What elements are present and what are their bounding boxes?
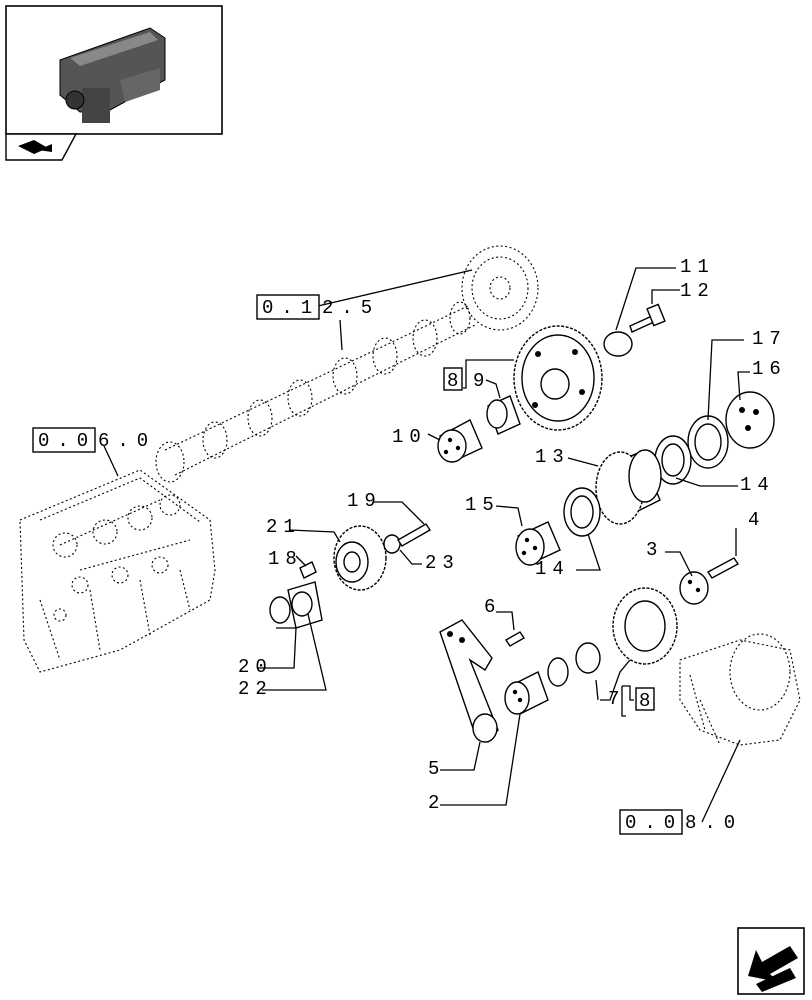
washer-23 <box>383 534 401 554</box>
gear-13 <box>595 449 662 525</box>
bolt-6 <box>505 631 525 647</box>
reference-006-0[interactable]: 0.0 6.0 <box>32 427 156 453</box>
hub-22 <box>287 581 323 629</box>
pin-18 <box>299 561 317 579</box>
o-ring-20 <box>269 596 291 624</box>
label-22: 22 <box>238 678 273 700</box>
washer-3 <box>679 571 709 605</box>
bushing-2 <box>504 671 549 715</box>
idler-gear-large <box>513 325 603 431</box>
label-23: 23 <box>425 552 460 574</box>
label-16: 16 <box>752 358 787 380</box>
label-8-upper: 8 <box>447 370 464 392</box>
label-9: 9 <box>473 370 490 392</box>
label-4: 4 <box>748 509 765 531</box>
bearing-14-lower <box>563 487 601 537</box>
label-2: 2 <box>428 792 445 814</box>
leader-lines <box>103 267 750 823</box>
label-6: 6 <box>484 596 501 618</box>
bolt-19 <box>397 523 431 547</box>
label-7: 7 <box>608 688 625 710</box>
camshaft-gear <box>461 245 539 331</box>
svg-text:0.0: 0.0 <box>625 812 683 834</box>
label-8-lower: 8 <box>639 690 656 712</box>
gear-3 <box>612 587 678 665</box>
svg-text:0.0: 0.0 <box>38 430 96 452</box>
bushing-15 <box>515 521 561 566</box>
label-19: 19 <box>347 490 382 512</box>
label-13: 13 <box>535 446 570 468</box>
label-5: 5 <box>428 758 445 780</box>
label-8-box-lower <box>635 687 655 711</box>
label-18: 18 <box>268 548 303 570</box>
bracket-5 <box>439 619 499 743</box>
crankshaft <box>679 633 801 746</box>
svg-text:8.0: 8.0 <box>685 812 743 834</box>
engine-thumbnail-icon <box>59 27 166 123</box>
sleeves-7 <box>547 642 601 687</box>
reference-012-5[interactable]: 0.1 2.5 <box>256 294 380 320</box>
camshaft <box>155 301 476 483</box>
label-21: 21 <box>266 516 301 538</box>
bolt-12 <box>629 303 666 333</box>
bolt-4 <box>706 557 740 579</box>
part-labels: 8 9 10 11 12 13 14 14 15 16 17 18 19 20 … <box>238 256 787 814</box>
label-20: 20 <box>238 656 273 678</box>
engine-thumbnail <box>5 5 223 161</box>
bearing-17 <box>687 415 729 469</box>
gear-21 <box>333 525 387 591</box>
label-14-lower: 14 <box>535 558 570 580</box>
washer-11 <box>603 331 633 357</box>
svg-text:2.5: 2.5 <box>322 297 380 319</box>
book-arrow-icon[interactable] <box>5 133 78 161</box>
bushing-10 <box>437 419 483 463</box>
label-17: 17 <box>752 328 787 350</box>
label-3: 3 <box>646 539 663 561</box>
svg-text:0.1: 0.1 <box>262 297 320 319</box>
previous-page-arrow-icon[interactable] <box>737 927 805 995</box>
label-14-upper: 14 <box>740 474 775 496</box>
svg-text:6.0: 6.0 <box>98 430 156 452</box>
bushing-9 <box>486 395 521 435</box>
label-15: 15 <box>465 494 500 516</box>
label-10: 10 <box>392 426 427 448</box>
label-12: 12 <box>680 280 715 302</box>
engine-block-outline <box>19 469 216 673</box>
bearing-14-upper <box>654 435 692 485</box>
reference-008-0[interactable]: 0.0 8.0 <box>619 809 743 835</box>
label-8-box-upper <box>443 367 463 391</box>
label-11: 11 <box>680 256 715 278</box>
plate-16 <box>725 391 775 449</box>
